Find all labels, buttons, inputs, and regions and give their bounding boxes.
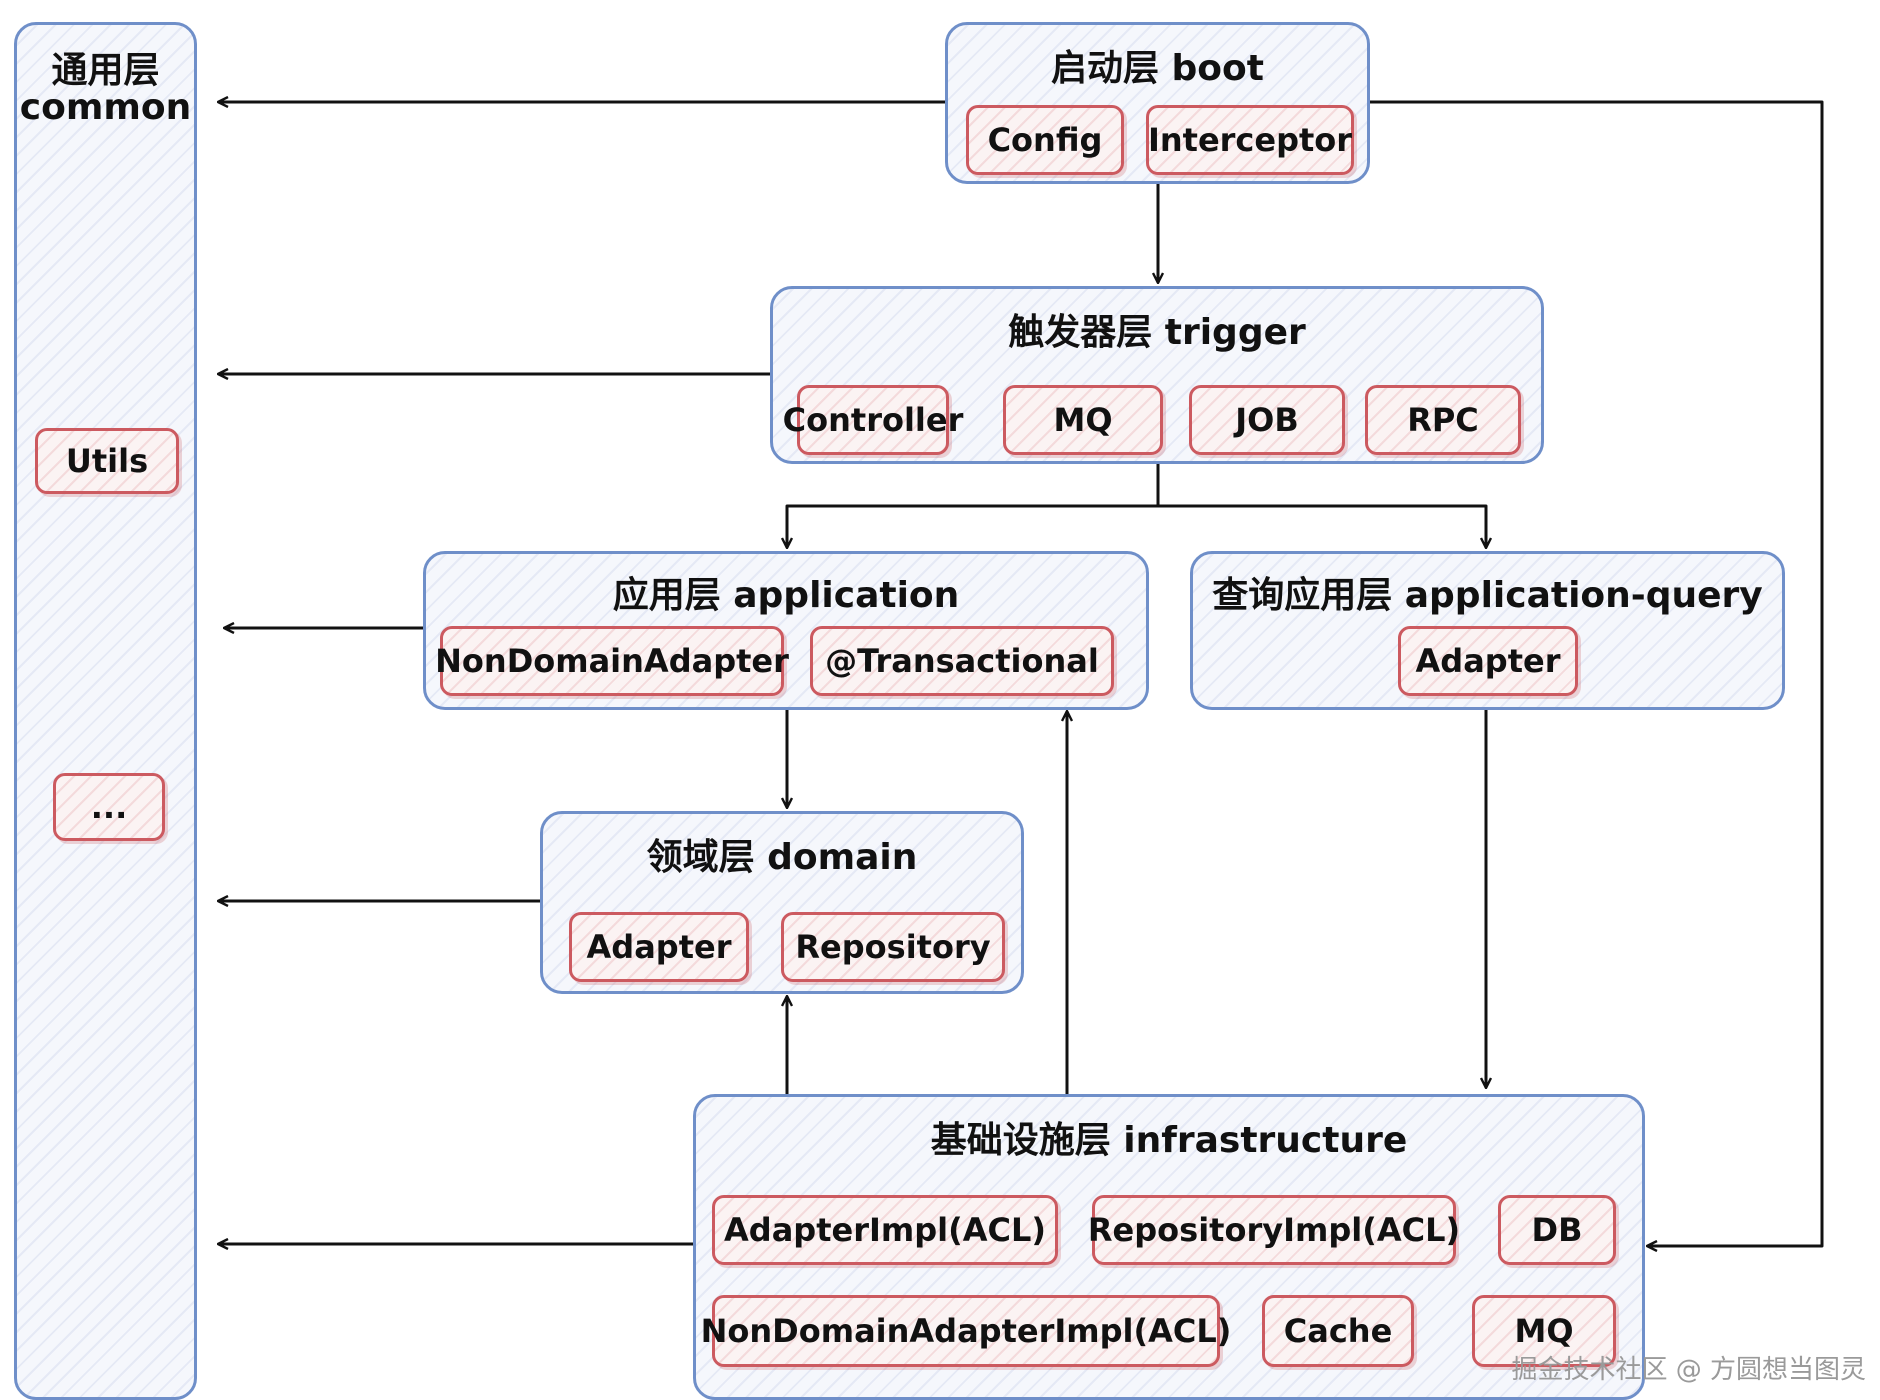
application-title: 应用层 application <box>612 575 960 616</box>
component-job[interactable]: JOB <box>1189 385 1345 455</box>
component-repository[interactable]: Repository <box>781 912 1005 982</box>
arrow-trigger-to-query <box>1158 504 1486 548</box>
layer-domain: 领域层 domain Adapter Repository <box>540 811 1024 994</box>
component-domain-adapter[interactable]: Adapter <box>569 912 749 982</box>
component-db[interactable]: DB <box>1498 1195 1616 1265</box>
component-controller[interactable]: Controller <box>783 385 963 455</box>
arrow-boot-to-infra <box>1370 100 1824 1246</box>
layer-application: 应用层 application NonDomainAdapter @Transa… <box>423 551 1149 710</box>
component-nondomainadapterimpl[interactable]: NonDomainAdapterImpl(ACL) <box>701 1295 1231 1367</box>
layer-application-query: 查询应用层 application-query Adapter <box>1190 551 1785 710</box>
arrow-trigger-to-application <box>787 464 1160 548</box>
infra-title: 基础设施层 infrastructure <box>930 1120 1408 1161</box>
common-title-cn: 通用层 <box>51 50 160 91</box>
component-adapterimpl[interactable]: AdapterImpl(ACL) <box>712 1195 1058 1265</box>
component-ellipsis[interactable]: ... <box>53 773 165 841</box>
common-title-en: common <box>19 87 192 128</box>
watermark: 掘金技术社区 @ 方圆想当图灵 <box>1511 1355 1866 1385</box>
component-mq[interactable]: MQ <box>1003 385 1163 455</box>
query-title: 查询应用层 application-query <box>1212 575 1763 616</box>
component-query-adapter[interactable]: Adapter <box>1398 626 1578 696</box>
domain-title: 领域层 domain <box>646 837 918 878</box>
component-utils[interactable]: Utils <box>35 428 179 494</box>
component-interceptor[interactable]: Interceptor <box>1146 105 1354 175</box>
component-transactional[interactable]: @Transactional <box>810 626 1114 696</box>
component-repositoryimpl[interactable]: RepositoryImpl(ACL) <box>1088 1195 1460 1265</box>
component-infra-mq[interactable]: MQ <box>1472 1295 1616 1367</box>
trigger-title: 触发器层 trigger <box>1008 312 1306 353</box>
component-cache[interactable]: Cache <box>1262 1295 1414 1367</box>
layer-infrastructure: 基础设施层 infrastructure AdapterImpl(ACL) Re… <box>693 1094 1645 1400</box>
component-config[interactable]: Config <box>966 105 1124 175</box>
boot-title: 启动层 boot <box>1051 48 1264 89</box>
layer-boot: 启动层 boot Config Interceptor <box>945 22 1370 184</box>
layer-trigger: 触发器层 trigger Controller MQ JOB RPC <box>770 286 1544 464</box>
component-rpc[interactable]: RPC <box>1365 385 1521 455</box>
component-nondomainadapter[interactable]: NonDomainAdapter <box>435 626 789 696</box>
layer-common: 通用层 common Utils ... <box>14 22 197 1400</box>
